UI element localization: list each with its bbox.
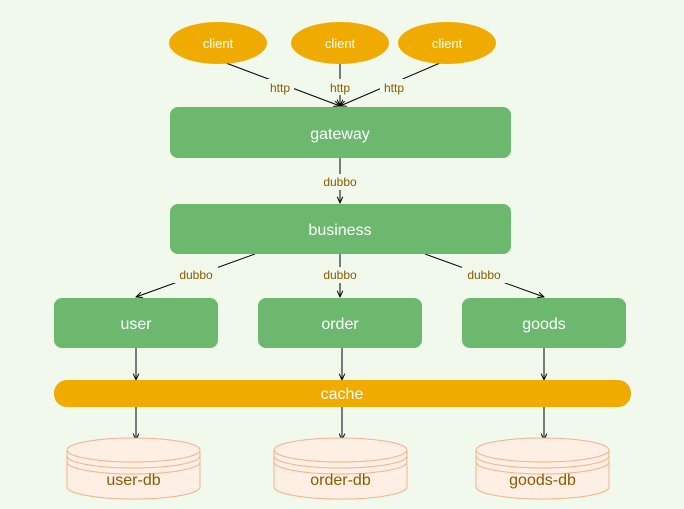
client-gateway-edges: http http http <box>217 59 448 106</box>
gateway-node[interactable]: gateway <box>170 107 511 158</box>
cache-label: cache <box>321 386 364 403</box>
order-db-cylinder[interactable]: order-db <box>273 437 408 500</box>
user-service-node[interactable]: user <box>54 298 218 348</box>
client-label: client <box>432 36 463 51</box>
goods-db-cylinder[interactable]: goods-db <box>475 437 610 500</box>
order-db-label: order-db <box>310 472 371 489</box>
client-label: client <box>203 36 234 51</box>
service-cache-edges <box>136 348 544 380</box>
cache-node[interactable]: cache <box>54 380 631 407</box>
edge-label-dubbo-gateway: dubbo <box>323 175 357 189</box>
order-service-label: order <box>321 316 359 333</box>
user-service-label: user <box>120 316 152 333</box>
business-service-edges: dubbo dubbo dubbo <box>136 253 544 297</box>
edge-label-dubbo-goods: dubbo <box>467 268 501 282</box>
user-db-cylinder[interactable]: user-db <box>66 437 201 500</box>
gateway-business-edge: dubbo <box>318 158 362 203</box>
goods-service-node[interactable]: goods <box>462 298 626 348</box>
edge-label-http-3: http <box>384 81 404 95</box>
goods-db-label: goods-db <box>509 472 576 489</box>
client-node-1[interactable]: client <box>169 22 267 64</box>
client-label: client <box>325 36 356 51</box>
edge-label-dubbo-order: dubbo <box>323 268 357 282</box>
goods-service-label: goods <box>522 316 566 333</box>
client-node-3[interactable]: client <box>398 22 496 64</box>
business-label: business <box>308 222 371 239</box>
order-service-node[interactable]: order <box>258 298 422 348</box>
edge-label-http-1: http <box>270 81 290 95</box>
edge-label-dubbo-user: dubbo <box>179 268 213 282</box>
edge-label-http-2: http <box>330 81 350 95</box>
client-node-2[interactable]: client <box>291 22 389 64</box>
gateway-label: gateway <box>310 126 370 143</box>
user-db-label: user-db <box>106 472 160 489</box>
cache-db-edges <box>136 407 544 440</box>
business-node[interactable]: business <box>170 204 511 254</box>
